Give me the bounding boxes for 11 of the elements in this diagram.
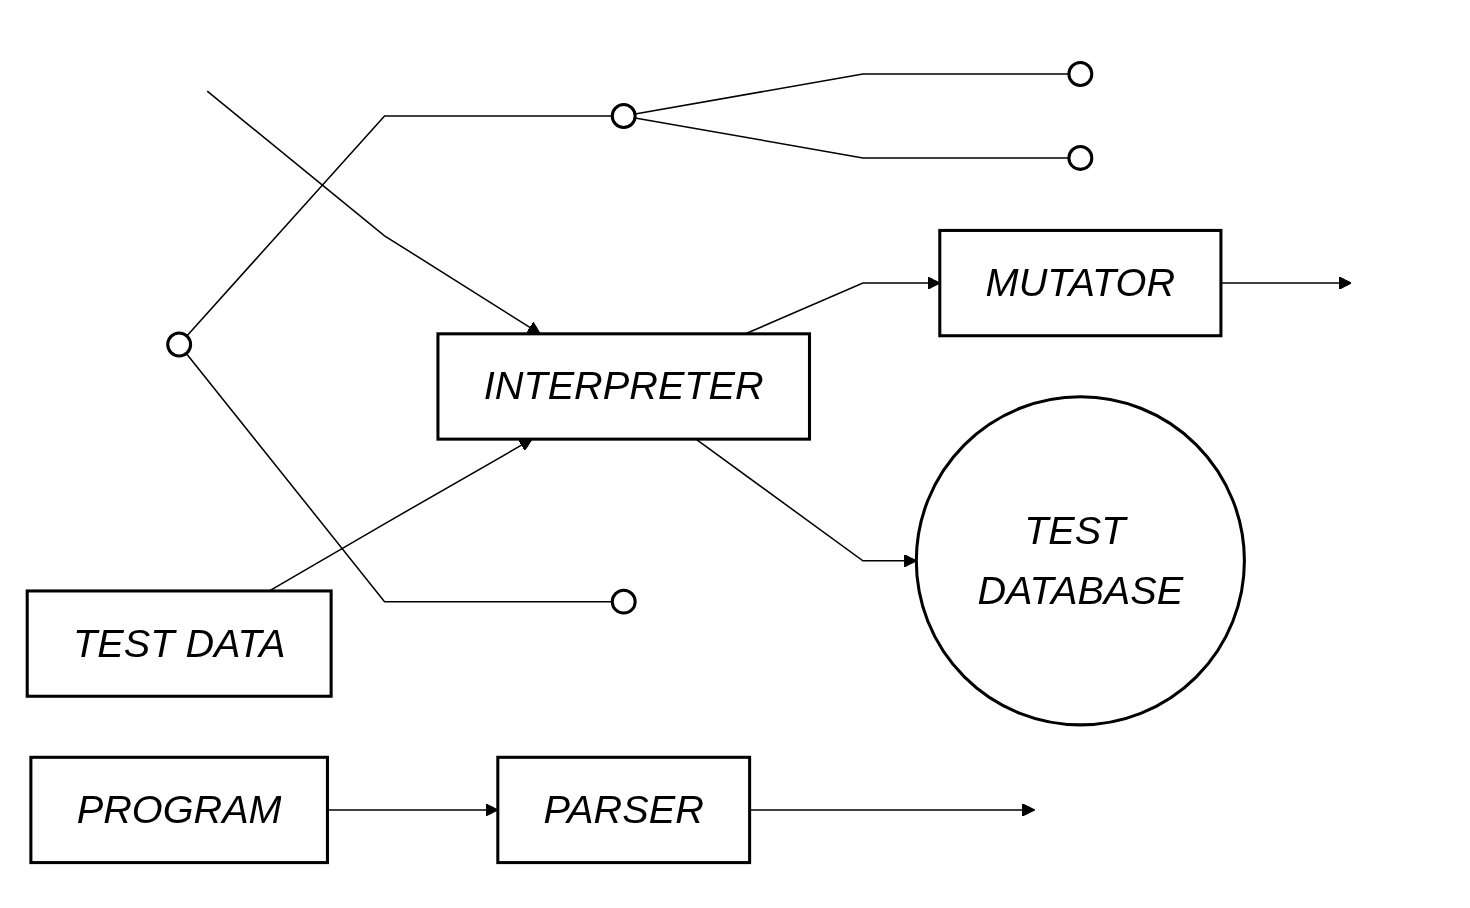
node-box: TEST DATA (25, 589, 333, 698)
node-box: INTERPRETER (436, 332, 811, 441)
node-circle: TEST DATABASE (914, 395, 1246, 727)
node-circle (610, 103, 637, 129)
node-box: PARSER (496, 755, 752, 865)
node-circle (610, 588, 637, 615)
node-box: MUTATOR (938, 228, 1223, 338)
node-circle (1067, 61, 1094, 87)
node-circle (1067, 144, 1094, 171)
node-box: PROGRAM (29, 755, 329, 865)
node-circle (166, 331, 193, 358)
